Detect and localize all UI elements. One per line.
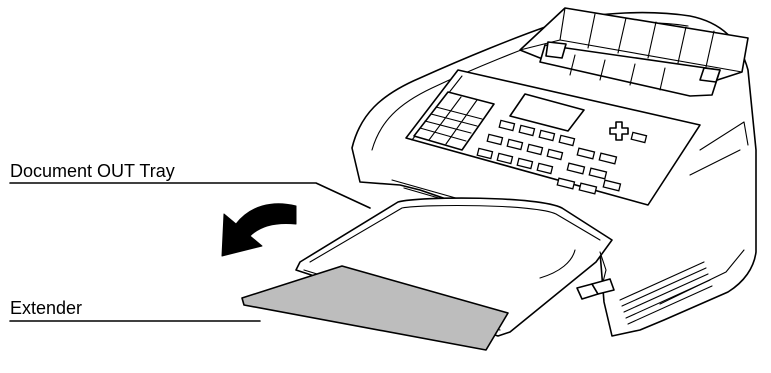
document-out-tray-leader-line: [10, 183, 370, 208]
extender-label: Extender: [10, 299, 82, 317]
curved-arrow-down-left-icon: [222, 204, 296, 256]
document-out-tray-label: Document OUT Tray: [10, 162, 175, 180]
